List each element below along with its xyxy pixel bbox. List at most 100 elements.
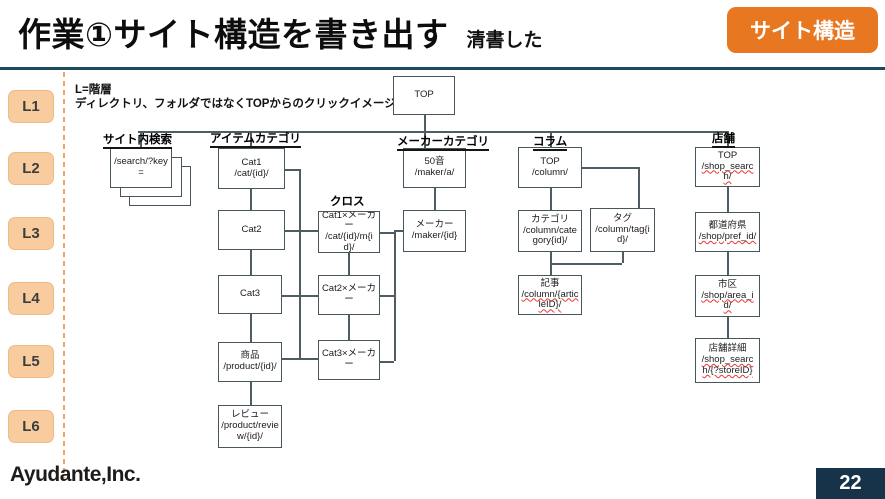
node-shop-area: 市区/shop/area_id/: [695, 275, 760, 317]
node-product: 商品/product/{id}/: [218, 342, 282, 382]
connector-line: [380, 232, 394, 234]
connector-line: [284, 169, 299, 171]
level-dashed-line: [63, 72, 65, 478]
node-path: /column/tag{id}/: [595, 223, 650, 246]
node-column-tag: タグ/column/tag{id}/: [590, 208, 655, 252]
legend-note: L=階層 ディレクトリ、フォルダではなくTOPからのクリックイメージ: [75, 84, 396, 112]
level-label-l4: L4: [8, 282, 54, 315]
node-title: カテゴリ: [530, 213, 569, 225]
node-title: Cat1: [241, 156, 262, 168]
node-title: 店舗詳細: [708, 343, 747, 355]
node-path: /maker/{id}: [411, 230, 458, 241]
level-label-l6: L6: [8, 410, 54, 443]
connector-line: [727, 187, 729, 212]
level-label-l3: L3: [8, 217, 54, 250]
connector-line: [284, 230, 318, 232]
node-title: TOP: [540, 155, 560, 167]
column-header-cross: クロス: [330, 196, 365, 208]
node-maker-50on: 50音/maker/a/: [403, 148, 466, 188]
connector-line: [550, 263, 622, 265]
connector-line: [250, 189, 252, 210]
node-title: 記事: [540, 277, 560, 289]
connector-line: [282, 358, 318, 360]
node-shop-detail: 店舗詳細/shop_search/{?storeID}: [695, 338, 760, 383]
connector-line: [424, 115, 426, 148]
node-title: TOP: [717, 149, 738, 161]
connector-line: [394, 230, 396, 361]
node-title: メーカー: [415, 219, 454, 231]
page-subtitle: 清書した: [466, 30, 543, 51]
connector-line: [250, 382, 252, 405]
connector-line: [250, 250, 252, 275]
connector-line: [348, 315, 350, 340]
connector-line: [727, 131, 729, 147]
node-path: /maker/a/: [414, 167, 455, 178]
node-title: 50音: [424, 156, 445, 168]
node-title: Cat2×メーカー: [321, 283, 377, 305]
page-title: 作業①サイト構造を書き出す: [18, 16, 449, 53]
node-path: /shop_search/{?storeID}: [701, 354, 754, 376]
connector-line: [394, 230, 403, 232]
connector-line: [380, 295, 394, 297]
node-path: /shop/pref_id/: [698, 231, 757, 242]
connector-line: [282, 295, 318, 297]
node-title: 商品: [240, 350, 260, 362]
node-path: /column/category{id}/: [523, 224, 577, 247]
connector-line: [550, 131, 552, 147]
connector-line: [434, 188, 436, 210]
node-path: /cat/{id}/: [234, 167, 269, 179]
legend-note-line1: L=階層: [75, 84, 112, 96]
level-label-l2: L2: [8, 152, 54, 185]
node-column-cat: カテゴリ/column/category{id}/: [518, 210, 582, 252]
connector-line: [638, 167, 640, 208]
connector-line: [727, 317, 729, 338]
node-path: /shop/area_id/: [701, 289, 754, 312]
node-cat3: Cat3: [218, 275, 282, 314]
column-header-column: コラム: [533, 136, 568, 152]
node-title: Cat1×メーカー: [321, 211, 377, 232]
connector-line: [140, 131, 142, 152]
node-path: /column/: [532, 166, 568, 178]
page-number: 22: [816, 468, 885, 499]
connector-line: [138, 131, 728, 133]
node-article: 記事/column/{articleID}/: [518, 275, 582, 315]
node-column-top: TOP/column/: [518, 147, 582, 188]
node-cat2: Cat2: [218, 210, 285, 250]
connector-line: [250, 314, 252, 342]
node-shop-top: TOP/shop_search/: [695, 147, 760, 187]
node-path: /column/{articleID}/: [521, 288, 579, 311]
title-divider: [0, 67, 885, 70]
node-review: レビュー/product/review/{id}/: [218, 405, 282, 448]
node-cross-cat2: Cat2×メーカー: [318, 275, 380, 315]
column-header-item-category: アイテムカテゴリ: [210, 133, 301, 149]
title-bar: 作業①サイト構造を書き出す 清書した: [18, 8, 542, 56]
connector-line: [582, 167, 638, 169]
node-title: Cat2: [241, 223, 262, 235]
node-path: /product/{id}/: [223, 361, 277, 372]
level-label-l1: L1: [8, 90, 54, 123]
legend-note-line2: ディレクトリ、フォルダではなくTOPからのクリックイメージ: [75, 97, 396, 110]
node-title: タグ: [612, 212, 632, 224]
node-search: /search/?key=: [110, 148, 172, 188]
column-header-shop: 店舗: [712, 133, 735, 149]
column-header-site-search: サイト内検索: [103, 134, 172, 150]
connector-line: [550, 188, 552, 210]
connector-line: [250, 131, 252, 148]
node-maker-detail: メーカー/maker/{id}: [403, 210, 466, 252]
connector-line: [380, 361, 394, 363]
node-title: 都道府県: [708, 220, 747, 232]
node-path: /cat/{id}/m{id}/: [325, 231, 373, 253]
node-title: TOP: [414, 89, 434, 101]
node-title: Cat3: [239, 288, 261, 300]
connector-line: [348, 253, 350, 275]
node-path: /search/?key=: [114, 156, 168, 178]
level-label-l5: L5: [8, 345, 54, 378]
node-top: TOP: [393, 76, 455, 115]
node-path: /shop_search/: [701, 160, 754, 183]
node-shop-pref: 都道府県/shop/pref_id/: [695, 212, 760, 252]
node-title: Cat3×メーカー: [321, 348, 377, 370]
topic-badge: サイト構造: [727, 7, 878, 53]
company-logo: Ayudante,Inc.: [10, 463, 141, 486]
